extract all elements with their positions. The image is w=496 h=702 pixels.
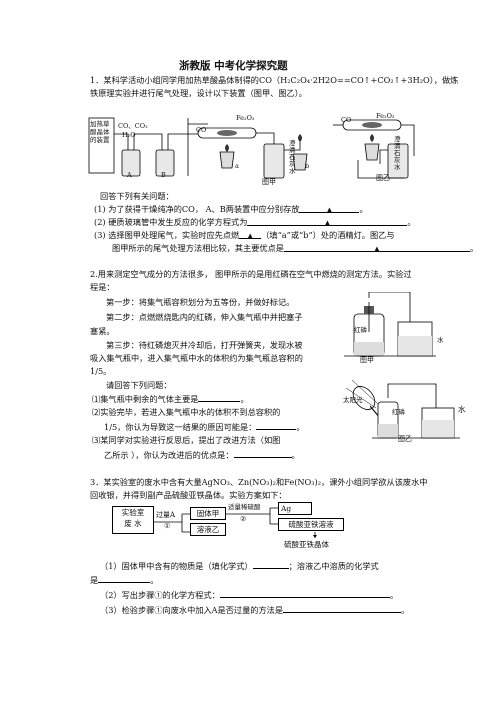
q2-sub3-blank[interactable] (233, 448, 292, 458)
q2-sub2: ⑵实验完毕，若进入集气瓶中水的体积不到总容积的 (92, 407, 281, 417)
q3-flowchart-arrows (152, 507, 317, 538)
q3-flow-step1: ① (164, 522, 171, 530)
q1-intro-line1: 1．某科学活动小组同学用加热草酸晶体制得的CO（H₂C₂O₄·2H2O==CO↑… (90, 75, 459, 85)
q1-sub3-cont: 图甲所示的尾气处理方法相比较，其主要优点是▲。 (112, 242, 479, 253)
q3-sub2: （2）写出步骤①的化学方程式：。 (100, 588, 399, 600)
fig-limewater-label: 澄清石灰水 (289, 139, 296, 175)
q1-sub2-text: (2) 硬质玻璃管中发生反应的化学方程式为 (94, 217, 248, 227)
fig-limewater-2-label: 澄清石灰水 (394, 135, 401, 171)
q3-flow-ag: Ag (278, 502, 312, 515)
q3-flow-solid-a: 固体甲 (190, 507, 226, 520)
q1-sub3-text2: 图甲所示的尾气处理方法相比较，其主要优点是 (112, 243, 284, 253)
q3-sub1-blank2[interactable] (98, 573, 151, 583)
q2-fig-yi-caption: 图乙 (398, 435, 412, 443)
fig-h2o-label: H₂O (122, 131, 136, 139)
fig-point-a-label: a (235, 162, 239, 170)
q2-fig-water-label: 水 (437, 336, 444, 344)
fig-jia-caption: 图甲 (262, 178, 276, 186)
q1-sub1: (1) 为了获得干燥纯净的CO， A、B两装置中应分别存放▲。 (94, 203, 368, 214)
q2-step2-cont: 塞紧。 (90, 326, 115, 336)
fig-co-co2-label: CO、CO₂ (118, 122, 148, 130)
q2-fig-sun-label: 太阳光 (343, 396, 363, 404)
q3-flow-acid: 适量稀硫酸 (228, 503, 261, 511)
q2-sub2-cont: 1/5，你认为导致这一结果的原因可能是：。 (104, 420, 305, 432)
q2-fig-jia-caption: 图甲 (360, 356, 374, 364)
q2-sub1-blank[interactable] (198, 392, 241, 402)
q2-fig-red-p-label: 红磷 (354, 326, 367, 334)
q2-figure-yi (345, 379, 460, 439)
fig-co-label: CO (196, 126, 207, 134)
q1-sub3: (3) 选择图甲处理尾气，实验时应先点燃▲（填“a”或“b”）处的酒精灯。图乙与 (94, 229, 395, 240)
q3-sub1: （1）固体甲中含有的物质是（填化学式）；溶液乙中溶质的化学式 (100, 559, 379, 571)
q2-step3-end: 1/5。 (90, 366, 112, 376)
fig-heat-box-label: 加热草酸晶体的装置 (90, 120, 110, 144)
q2-fig-water2-label: 水 (458, 405, 466, 414)
fig-co-2-label: CO (341, 116, 352, 124)
q3-sub3-blank[interactable] (283, 603, 402, 613)
q3-flow-crystal: 硫酸亚铁晶体 (284, 540, 329, 549)
q1-sub2-blank[interactable]: ▲ (247, 216, 408, 227)
q1-sub3-blank1[interactable]: ▲ (239, 229, 262, 240)
q3-line2: 回收银，并得到副产品硫酸亚铁晶体。实验方案如下： (90, 490, 287, 500)
q3-sub1-blank1[interactable] (252, 559, 289, 569)
q1-sub2: (2) 硬质玻璃管中发生反应的化学方程式为▲。 (94, 216, 416, 227)
q2-question-intro: 请回答下列问题： (106, 380, 172, 390)
q3-flow-feso4-solution: 硫酸亚铁溶液 (278, 518, 344, 531)
answer-marker: ▲ (324, 219, 331, 227)
answer-marker: ▲ (326, 206, 333, 214)
fig-yi-caption: 图乙 (376, 174, 390, 182)
fig-fe2o3-label: Fe₂O₃ (236, 114, 255, 122)
q3-sub1-cont: 是。 (90, 573, 159, 585)
fig-fe2o3-2-label: Fe₂O₃ (376, 112, 395, 120)
fig-point-b-label: b (305, 162, 310, 170)
q2-step1: 第一步：将集气瓶容积划分为五等份，并做好标记。 (106, 297, 295, 307)
page-title: 浙教版 中考化学探究题 (179, 60, 288, 72)
q1-intro-line2: 铁原理实验并进行尾气处理，设计以下装置（图甲、图乙）。 (90, 88, 307, 98)
q3-flow-excess-a: 过量A (156, 511, 176, 519)
q2-line2: 程是： (90, 282, 115, 292)
q1-apparatus-figure (88, 117, 415, 179)
q1-sub3-blank2[interactable]: ▲ (283, 242, 470, 253)
q2-sub3-cont: 乙所示 ），你认为改进后的优点是：。 (104, 448, 300, 460)
answer-marker: ▲ (374, 245, 380, 253)
answer-marker: ▲ (247, 232, 253, 240)
q1-answer-intro: 回答下列有关问题： (100, 191, 174, 201)
q2-step2: 第二步：点燃燃烧匙内的红磷，伸入集气瓶中并把塞子 (106, 312, 303, 322)
fig-b-label: B (161, 171, 166, 179)
q2-step3: 第三步：待红磷熄灭并冷却后，打开弹簧夹，发现水被 (106, 340, 303, 350)
q2-line1: 2.用来测定空气成分的方法很多， 图甲所示的是用红磷在空气中燃烧的测定方法。实验… (90, 269, 412, 279)
q3-sub3: （3）检验步骤①向废水中加入A是否过量的方法是。 (100, 603, 410, 615)
q3-sub2-blank[interactable] (219, 588, 390, 598)
q2-sub2-blank[interactable] (256, 420, 297, 430)
q1-sub3-text: (3) 选择图甲处理尾气，实验时应先点燃 (94, 230, 240, 240)
q2-sub3: ⑶某同学对实验进行反思后，提出了改进方法（如图 (92, 435, 281, 445)
q1-sub1-text: (1) 为了获得干燥纯净的CO， A、B两装置中应分别存放 (94, 204, 300, 214)
q2-sub1: ⑴集气瓶中剩余的气体主要是。 (92, 392, 249, 404)
q2-figure-jia (344, 292, 436, 357)
q3-line1: 3．某实验室的废水中含有大量AgNO₃、Zn(NO₃)₂和Fe(NO₃)₂，课外… (90, 477, 428, 487)
q3-flow-waste-box: 实验室废 水 (112, 506, 154, 534)
q2-step3-cont: 吸入集气瓶中，进入集气瓶中水的体积约为集气瓶总容积的 (90, 353, 303, 363)
q3-flow-step2: ② (240, 515, 247, 523)
fig-a-label: A (127, 171, 132, 179)
q3-flow-solution-b: 溶液乙 (190, 523, 226, 536)
q2-fig-red-p2-label: 红磷 (392, 408, 405, 416)
q1-sub1-blank[interactable]: ▲ (299, 203, 360, 214)
